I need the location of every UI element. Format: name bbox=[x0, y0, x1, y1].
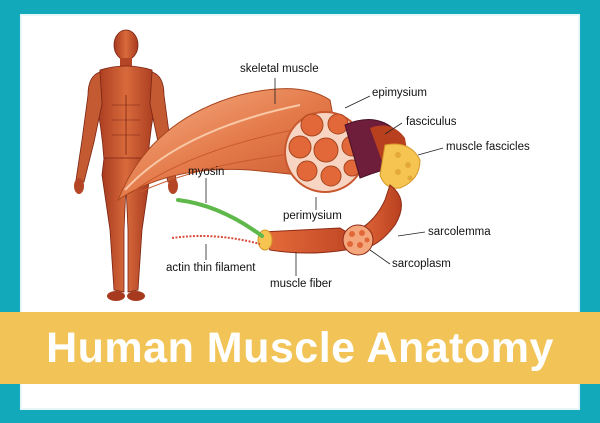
label-muscle-fascicles: muscle fascicles bbox=[446, 141, 530, 153]
label-sarcolemma: sarcolemma bbox=[428, 226, 491, 238]
label-epimysium: epimysium bbox=[372, 87, 427, 99]
title-banner bbox=[0, 312, 600, 384]
label-perimysium: perimysium bbox=[283, 210, 342, 222]
muscle-cross-section bbox=[284, 111, 366, 193]
label-myosin: myosin bbox=[188, 166, 225, 178]
label-actin-thin-filament: actin thin filament bbox=[166, 262, 256, 274]
sarcoplasm-section bbox=[342, 224, 374, 256]
label-fasciculus: fasciculus bbox=[406, 116, 457, 128]
actin-thin-filament bbox=[171, 235, 261, 245]
leader-lines bbox=[205, 78, 444, 276]
label-muscle-fiber: muscle fiber bbox=[270, 278, 332, 290]
myosin-filament bbox=[176, 198, 264, 238]
page-title: Human Muscle Anatomy bbox=[46, 324, 554, 372]
label-sarcoplasm: sarcoplasm bbox=[392, 258, 451, 270]
label-skeletal-muscle: skeletal muscle bbox=[240, 63, 319, 75]
skeletal-muscle-shape bbox=[116, 88, 346, 202]
muscle-fascicles-bundle bbox=[379, 143, 421, 189]
